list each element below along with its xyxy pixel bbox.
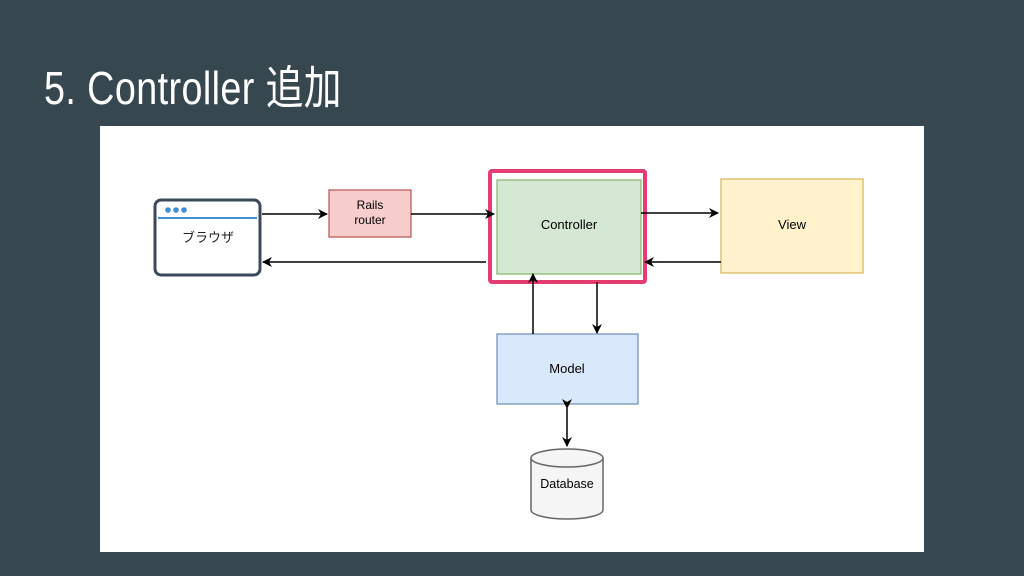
model-label: Model bbox=[549, 361, 585, 376]
browser-label: ブラウザ bbox=[182, 230, 234, 245]
controller-node: Controller bbox=[488, 169, 647, 284]
slide-title: 5. Controller 追加 bbox=[44, 62, 342, 114]
router-label-line2: router bbox=[354, 213, 385, 227]
controller-box bbox=[496, 179, 642, 275]
model-node: Model bbox=[496, 333, 639, 405]
view-node: View bbox=[720, 178, 864, 274]
mvc-diagram: ブラウザ Rails router Controller View Model bbox=[153, 169, 864, 520]
database-cylinder-body bbox=[530, 458, 604, 520]
router-node: Rails router bbox=[328, 189, 412, 238]
controller-label: Controller bbox=[541, 217, 598, 232]
browser-dot-icon bbox=[165, 207, 171, 213]
view-label: View bbox=[778, 217, 807, 232]
browser-dot-icon bbox=[173, 207, 179, 213]
router-box bbox=[328, 189, 412, 238]
database-cylinder-top bbox=[530, 448, 604, 468]
view-box bbox=[720, 178, 864, 274]
browser-node: ブラウザ bbox=[153, 198, 262, 277]
database-label: Database bbox=[540, 477, 594, 491]
router-label-line1: Rails bbox=[357, 198, 384, 212]
browser-dot-icon bbox=[181, 207, 187, 213]
diagram-canvas: ブラウザ Rails router Controller View Model bbox=[100, 126, 924, 552]
model-box bbox=[496, 333, 639, 405]
database-node: Database bbox=[530, 448, 604, 520]
controller-highlight-frame bbox=[488, 169, 647, 284]
